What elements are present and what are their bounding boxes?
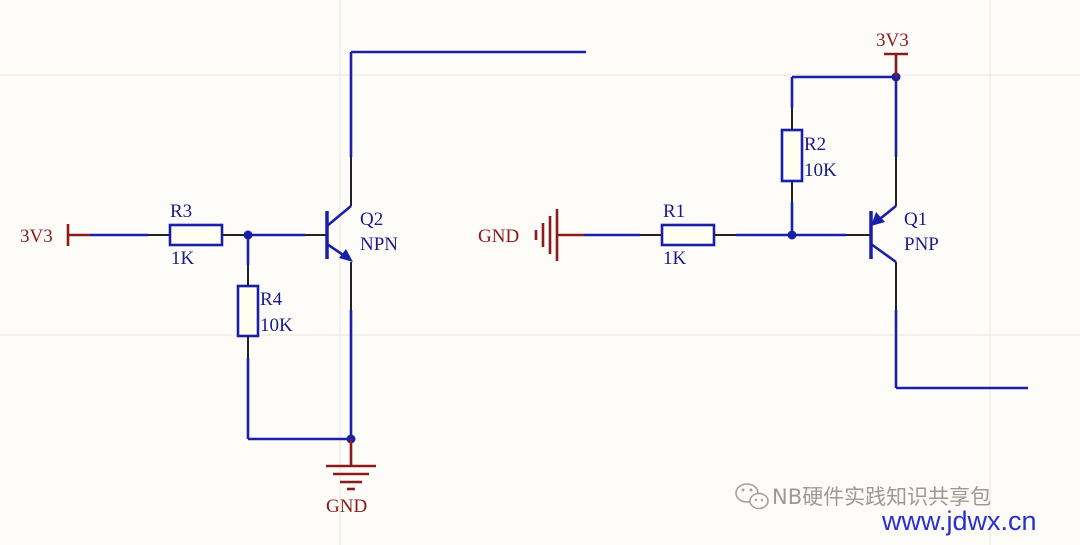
watermark-url: www.jdwx.cn (881, 506, 1037, 536)
wechat-icon (735, 483, 769, 510)
r3-value: 1K (171, 248, 195, 269)
npn-stage: 3V3 R3 1K R4 10K Q2 NPN (20, 50, 586, 517)
power-3v3-right (884, 52, 908, 77)
q1-ref: Q1 (904, 209, 927, 230)
gnd-label-npn: GND (326, 496, 367, 517)
ground-symbol-pnp (534, 209, 584, 261)
resistor-r3 (168, 223, 224, 247)
q2-ref: Q2 (360, 209, 383, 230)
resistor-r1 (660, 223, 716, 247)
transistor-q1 (869, 204, 897, 264)
r1-value: 1K (663, 248, 687, 269)
q1-type: PNP (904, 234, 939, 255)
r4-value: 10K (260, 315, 293, 336)
r1-ref: R1 (663, 201, 685, 222)
r2-ref: R2 (804, 134, 826, 155)
watermark-account: NB硬件实践知识共享包 (772, 485, 991, 509)
pnp-stage: GND R1 1K R2 10K 3V3 (478, 30, 1028, 390)
power-label-left: 3V3 (20, 226, 53, 247)
r2-value: 10K (804, 160, 837, 181)
gnd-label-pnp: GND (478, 226, 519, 247)
r4-ref: R4 (260, 289, 283, 310)
power-3v3-left: 3V3 (20, 224, 90, 247)
resistor-r2 (780, 128, 804, 183)
r3-ref: R3 (170, 201, 192, 222)
transistor-q2 (325, 205, 353, 262)
power-label-right: 3V3 (876, 30, 909, 51)
watermark: NB硬件实践知识共享包 www.jdwx.cn (735, 483, 1037, 536)
resistor-r4 (236, 284, 260, 338)
ground-symbol-npn (326, 439, 376, 491)
q2-type: NPN (360, 234, 398, 255)
